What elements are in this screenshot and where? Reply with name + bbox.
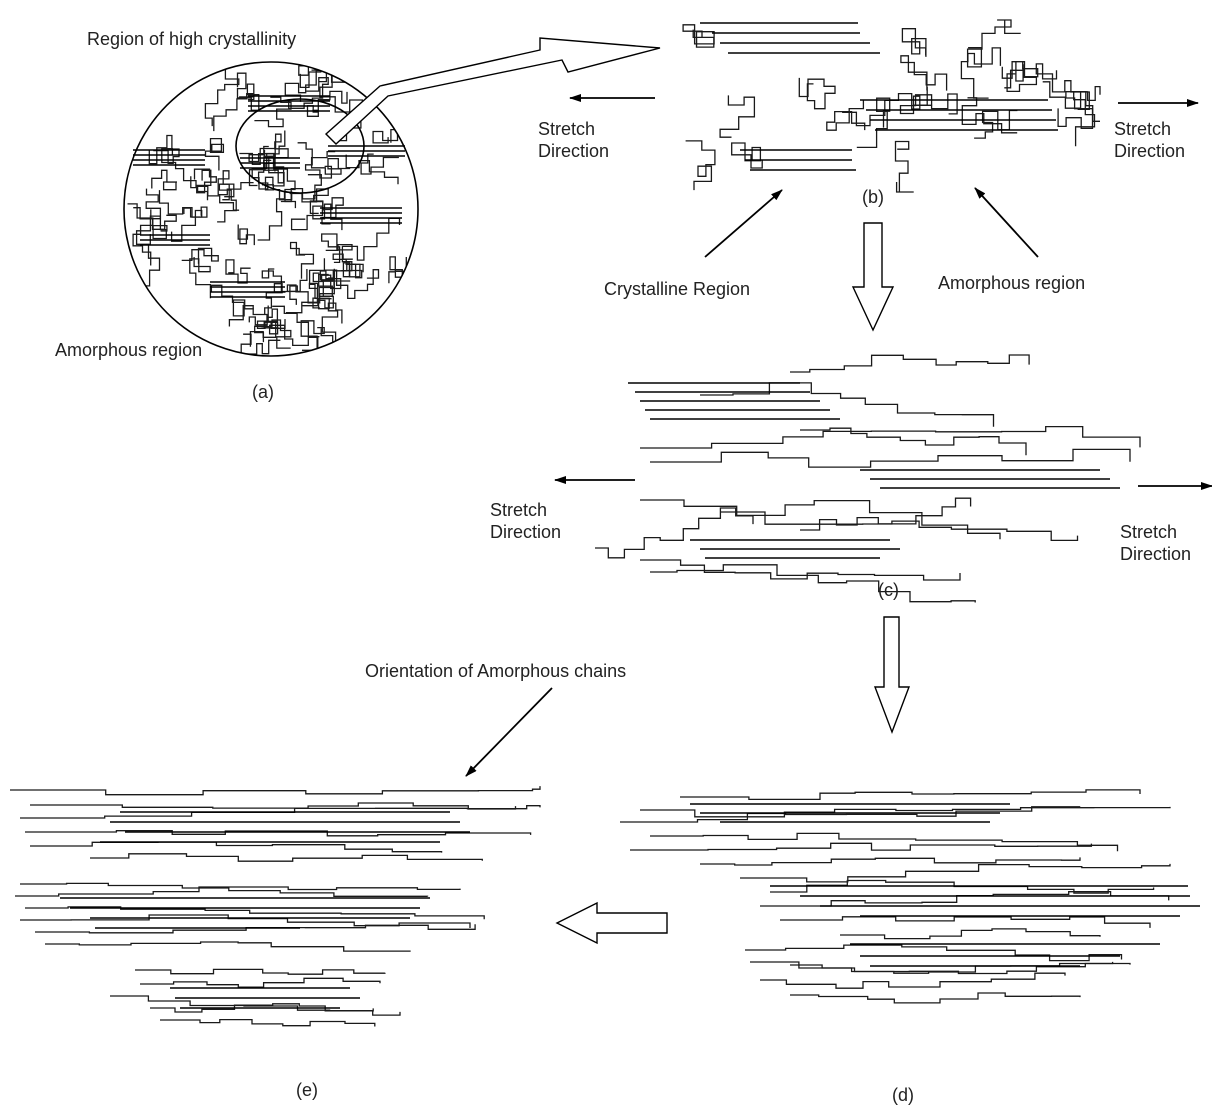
oriented-chain — [10, 786, 540, 795]
stretched-chain — [840, 929, 1100, 939]
coiled-chain — [1074, 92, 1100, 147]
coiled-chain — [896, 142, 914, 193]
panel-e-label: (e) — [296, 1080, 318, 1100]
crystal-bundle — [320, 208, 402, 223]
crystalline-region-label: Crystalline Region — [604, 279, 750, 299]
coiled-chain — [152, 170, 177, 189]
stretch-label-c-right: Stretch — [1120, 522, 1177, 542]
coiled-chain — [238, 225, 254, 246]
coiled-chain — [146, 189, 160, 219]
coiled-chain — [901, 56, 947, 91]
coiled-chain — [313, 273, 332, 296]
coiled-chain — [1036, 64, 1089, 110]
coiled-chain — [229, 306, 267, 342]
stretch-label-c-left: Stretch — [490, 500, 547, 520]
panel-e-chains — [10, 786, 540, 1026]
oriented-chain — [15, 887, 460, 896]
coiled-chain — [373, 130, 397, 143]
panel-c-label: (c) — [878, 580, 899, 600]
coiled-chain — [322, 234, 352, 262]
stretched-chain — [745, 945, 1122, 961]
down-arrow-b-to-c — [853, 223, 893, 330]
stretched-chain — [680, 790, 1140, 800]
coiled-chain — [361, 154, 399, 174]
coiled-chain — [238, 73, 259, 110]
coiled-chain — [160, 190, 207, 217]
stretched-chain — [650, 833, 1118, 851]
oriented-chain — [140, 978, 380, 987]
stretched-chain — [640, 807, 1170, 817]
amorphous-pointer — [975, 188, 1038, 257]
panel-b-label: (b) — [862, 187, 884, 207]
panel-e: Orientation of Amorphous chains (e) — [10, 661, 667, 1100]
oriented-chain — [90, 854, 482, 861]
direction-label-c-right: Direction — [1120, 544, 1191, 564]
partially-stretched-chain — [700, 383, 994, 427]
partially-stretched-chain — [650, 565, 975, 603]
coiled-chain — [285, 71, 347, 102]
coiled-chain — [968, 20, 1021, 67]
panel-d: (d) — [620, 790, 1200, 1105]
orientation-label: Orientation of Amorphous chains — [365, 661, 626, 681]
amorphous-region-label-a: Amorphous region — [55, 340, 202, 360]
coiled-chain — [799, 78, 835, 109]
panel-b: Stretch Direction Stretch Direction (b) … — [538, 20, 1198, 330]
coiled-chain — [226, 260, 251, 283]
direction-label-b-left: Direction — [538, 141, 609, 161]
crystal-bundle — [328, 146, 405, 156]
stretched-chain — [740, 864, 1170, 882]
coiled-chain — [902, 29, 926, 57]
left-arrow-d-to-e — [557, 903, 667, 943]
stretched-chain — [790, 993, 1080, 1003]
coiled-chain — [720, 95, 754, 137]
down-arrow-c-to-d — [875, 617, 909, 732]
coiled-chain — [190, 257, 211, 298]
coiled-chain — [214, 94, 254, 132]
coiled-chain — [389, 257, 406, 283]
panel-b-amorphous-chains — [683, 20, 1100, 192]
stretched-chain — [780, 917, 1150, 928]
stretched-chain — [760, 973, 1065, 988]
stretched-chain — [700, 857, 1080, 865]
coiled-chain — [686, 141, 715, 190]
zoom-arrow — [326, 38, 660, 144]
coiled-chain — [732, 143, 763, 168]
partially-stretched-chain — [790, 355, 1029, 372]
crystalline-pointer — [705, 190, 782, 257]
coiled-chain — [298, 143, 332, 178]
partially-stretched-chain — [650, 449, 1130, 467]
panel-a-label: (a) — [252, 382, 274, 402]
stretched-chain — [760, 892, 1169, 906]
direction-label-b-right: Direction — [1114, 141, 1185, 161]
oriented-chain — [30, 842, 442, 853]
stretch-label-b-right: Stretch — [1114, 119, 1171, 139]
oriented-chain — [20, 915, 470, 928]
panel-a: Region of high crystallinity Amorphous r… — [55, 29, 660, 402]
oriented-chain — [135, 969, 385, 974]
coiled-chain — [126, 245, 160, 324]
coiled-chain — [683, 25, 714, 47]
partially-stretched-chain — [720, 512, 1078, 540]
stretched-chain — [630, 843, 1091, 850]
coiled-chain — [346, 155, 398, 185]
partially-stretched-chain — [595, 508, 753, 558]
direction-label-c-left: Direction — [490, 522, 561, 542]
coiled-chain — [249, 147, 274, 186]
stretch-label-b-left: Stretch — [538, 119, 595, 139]
coiled-chain — [182, 248, 219, 264]
high-crystallinity-label: Region of high crystallinity — [87, 29, 296, 49]
orientation-pointer — [466, 688, 552, 776]
coiled-chain — [211, 285, 253, 316]
coiled-chain — [206, 139, 224, 171]
coiled-chain — [258, 190, 292, 240]
amorphous-region-label-b: Amorphous region — [938, 273, 1085, 293]
coiled-chain — [172, 208, 202, 241]
panel-d-label: (d) — [892, 1085, 914, 1105]
oriented-chain — [45, 942, 410, 952]
oriented-chain — [160, 1020, 375, 1027]
panel-d-chains — [620, 790, 1200, 1003]
